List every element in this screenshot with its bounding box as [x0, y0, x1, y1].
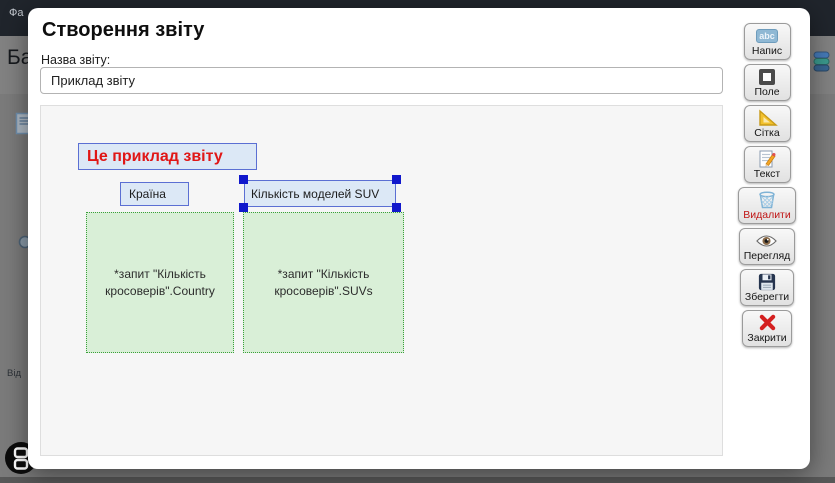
- canvas-label-suv-text: Кількість моделей SUV: [251, 186, 380, 201]
- eye-icon: [755, 232, 778, 249]
- canvas-label-country[interactable]: Країна: [120, 182, 189, 206]
- canvas-label-suv-count-selected[interactable]: Кількість моделей SUV: [239, 175, 401, 212]
- create-report-dialog: Створення звіту Назва звіту: Це приклад …: [28, 8, 810, 469]
- close-icon: [758, 314, 777, 331]
- canvas-query-field-suvs[interactable]: *запит "Кількість кросоверів".SUVs: [243, 212, 404, 353]
- preview-button[interactable]: Перегляд: [738, 228, 796, 265]
- selection-handle-bottom-right[interactable]: [392, 203, 401, 212]
- database-icon: [813, 51, 830, 72]
- save-icon: [758, 273, 776, 290]
- add-label-button[interactable]: abc Напис: [743, 23, 791, 60]
- abc-icon: abc: [756, 27, 778, 44]
- close-button[interactable]: Закрити: [742, 310, 792, 347]
- page-heading: Ба: [7, 46, 33, 69]
- set-square-icon: [757, 108, 778, 126]
- dialog-title: Створення звіту: [42, 19, 205, 41]
- navbar-menu-item: Фа: [9, 7, 24, 19]
- report-design-canvas[interactable]: Це приклад звіту Країна Кількість моделе…: [40, 105, 723, 456]
- selection-handle-top-right[interactable]: [392, 175, 401, 184]
- designer-toolbar: abc Напис Поле Сітка: [736, 23, 798, 347]
- sidebar-label: Від: [7, 368, 21, 379]
- canvas-query-field-country[interactable]: *запит "Кількість кросоверів".Country: [86, 212, 234, 353]
- add-field-button[interactable]: Поле: [743, 64, 791, 101]
- text-button[interactable]: Текст: [743, 146, 791, 183]
- text-edit-icon: [758, 150, 777, 167]
- save-button[interactable]: Зберегти: [739, 269, 795, 306]
- grid-button[interactable]: Сітка: [743, 105, 791, 142]
- canvas-report-title[interactable]: Це приклад звіту: [78, 143, 257, 170]
- trash-icon: [757, 190, 777, 208]
- selection-handle-top-left[interactable]: [239, 175, 248, 184]
- report-name-label: Назва звіту:: [41, 53, 111, 67]
- report-name-input[interactable]: [40, 67, 723, 94]
- field-square-icon: [759, 68, 775, 85]
- delete-button[interactable]: Видалити: [738, 187, 796, 224]
- app-footer-bar: [0, 477, 835, 483]
- selection-handle-bottom-left[interactable]: [239, 203, 248, 212]
